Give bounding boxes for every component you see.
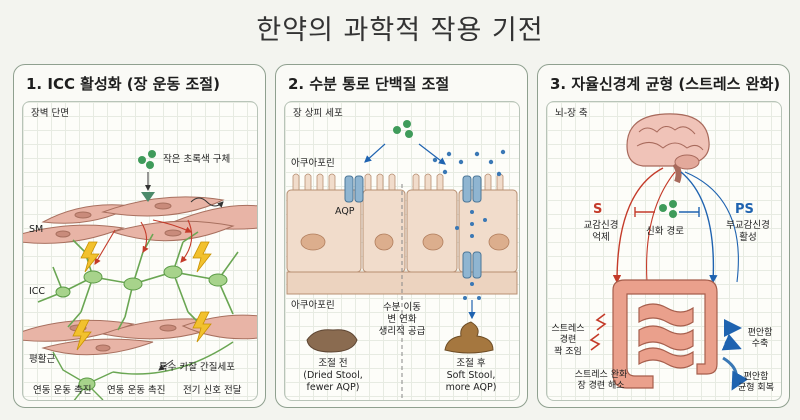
stress-line: 경련 (559, 335, 577, 346)
relax-line: 수축 (751, 339, 769, 350)
water-effect-line: 변 연화 (387, 313, 417, 325)
stress-label: 스트레스 경련 꽉 조임 (547, 324, 589, 358)
smooth-muscle-top (23, 196, 257, 244)
aquaporin-diagram (286, 120, 518, 400)
activate-icon (679, 207, 700, 217)
after-desc: more AQP) (445, 381, 497, 393)
water-effect-text: 수분 이동 변 연화 생리적 공급 (367, 302, 437, 338)
stress-line: 꽉 조임 (554, 346, 582, 357)
panel-heading: 2. 수분 통로 단백질 조절 (288, 75, 450, 93)
balance-line: 편안함 (743, 372, 769, 382)
sympathetic-s-label: S (593, 202, 603, 217)
relax-arrows (721, 319, 749, 391)
granule-label: 작은 초록색 구체 (163, 154, 231, 165)
parasympathetic-ps-label: PS (735, 202, 754, 217)
brain-gut-diagram (589, 113, 749, 391)
enteric-neuron (52, 341, 234, 400)
relief-line: 스트레스 완화 (574, 370, 628, 380)
after-desc: Soft Stool, (446, 369, 496, 381)
relax-line: 편안함 (747, 328, 773, 338)
receptor-icon (141, 192, 155, 202)
intestine-icon (612, 279, 718, 389)
before-desc: (Dried Stool, (303, 369, 363, 381)
parasympathetic-nerve-2 (684, 171, 739, 283)
icc-cells (55, 265, 228, 298)
brain-icon (626, 113, 710, 184)
smooth-muscle-label: 평활근 (29, 354, 56, 365)
gut-wall-cross-section: 장벽 단면 작은 초록색 구체 SM ICC 평활근 특수 카잘 간질세포 연동… (22, 101, 258, 401)
herb-granules-icon (393, 120, 413, 138)
balance-label: 편안함 균형 회복 (733, 372, 779, 395)
sympathetic-nerve-2 (646, 171, 676, 283)
lightning-icon (72, 241, 212, 351)
pathway-label: 신화 경로 (646, 226, 684, 237)
icc-activation-panel: 1. ICC 활성화 (장 운동 조절) (13, 64, 266, 408)
page-title: 한약의 과학적 작용 기전 (256, 15, 544, 46)
water-droplets (432, 149, 506, 300)
aqp-channel-icon (344, 175, 482, 279)
sympathetic-nerve (612, 167, 664, 284)
relief-label: 스트레스 완화 장 경련 해소 (561, 370, 641, 393)
aquaporin-bottom-label: 아쿠아포린 (291, 300, 335, 311)
neuron-cell (78, 377, 96, 391)
icc-full-label: 특수 카잘 간질세포 (159, 362, 235, 373)
relax-label: 편안함 수축 (739, 328, 781, 351)
water-effect-line: 생리적 공급 (378, 325, 426, 337)
sm-label: SM (29, 224, 44, 235)
before-title: 조절 전 (318, 358, 348, 369)
caption-1: 연동 운동 촉진 (33, 385, 92, 396)
autonomic-balance-panel: 3. 자율신경계 균형 (스트레스 완화) (537, 64, 790, 408)
icc-network (37, 231, 239, 331)
parasympathetic-desc: 부교감신경 활성 (717, 220, 779, 244)
after-caption: 조절 후 Soft Stool, more AQP) (423, 358, 519, 394)
caption-3: 전기 신호 전달 (183, 385, 242, 396)
caption-2: 연동 운동 촉진 (107, 385, 166, 396)
icc-label: ICC (29, 286, 46, 297)
aquaporin-top-label: 아쿠아포린 (291, 158, 335, 169)
epithelium-cross-section: 장 상피 세포 아쿠아포린 AQP 아쿠아포린 수분 이동 변 연화 생리적 공… (284, 101, 520, 401)
dry-stool-icon (306, 329, 358, 353)
parasympathetic-nerve (680, 171, 718, 284)
sympathetic-line: 억제 (592, 231, 610, 243)
sympathetic-line: 교감신경 (583, 220, 619, 231)
stress-spark-icon (589, 313, 607, 351)
signal-arrows (94, 219, 193, 265)
before-caption: 조절 전 (Dried Stool, fewer AQP) (285, 358, 381, 394)
before-desc: fewer AQP) (306, 381, 360, 393)
microvilli (292, 173, 504, 191)
inhibit-icon (634, 207, 655, 217)
cell-nuclei (300, 233, 510, 251)
soft-stool-icon (444, 321, 494, 354)
section-label: 장벽 단면 (31, 108, 69, 119)
aquaporin-panel: 2. 수분 통로 단백질 조절 (275, 64, 528, 408)
water-effect-line: 수분 이동 (383, 302, 421, 313)
after-title: 조절 후 (456, 358, 486, 369)
panel-heading: 3. 자율신경계 균형 (스트레스 완화) (550, 75, 781, 93)
relief-line: 장 경련 해소 (577, 381, 625, 392)
aqp-label: AQP (335, 206, 355, 217)
brain-gut-axis: 뇌-장 축 S 교감신경 억제 PS 부교감신경 활성 신화 경로 스트레스 경… (546, 101, 782, 401)
parasympathetic-line: 부교감신경 (726, 220, 770, 231)
herb-granules-icon (659, 200, 677, 218)
section-label: 장 상피 세포 (293, 108, 343, 119)
balance-line: 균형 회복 (738, 383, 774, 394)
wave-signal-icon (190, 197, 224, 208)
sympathetic-desc: 교감신경 억제 (573, 220, 629, 244)
herb-granules-icon (138, 150, 156, 169)
panel-heading: 1. ICC 활성화 (장 운동 조절) (26, 75, 220, 93)
icc-diagram (23, 150, 257, 400)
stress-line: 스트레스 (551, 324, 585, 334)
parasympathetic-line: 활성 (739, 231, 757, 243)
section-label: 뇌-장 축 (555, 108, 588, 119)
